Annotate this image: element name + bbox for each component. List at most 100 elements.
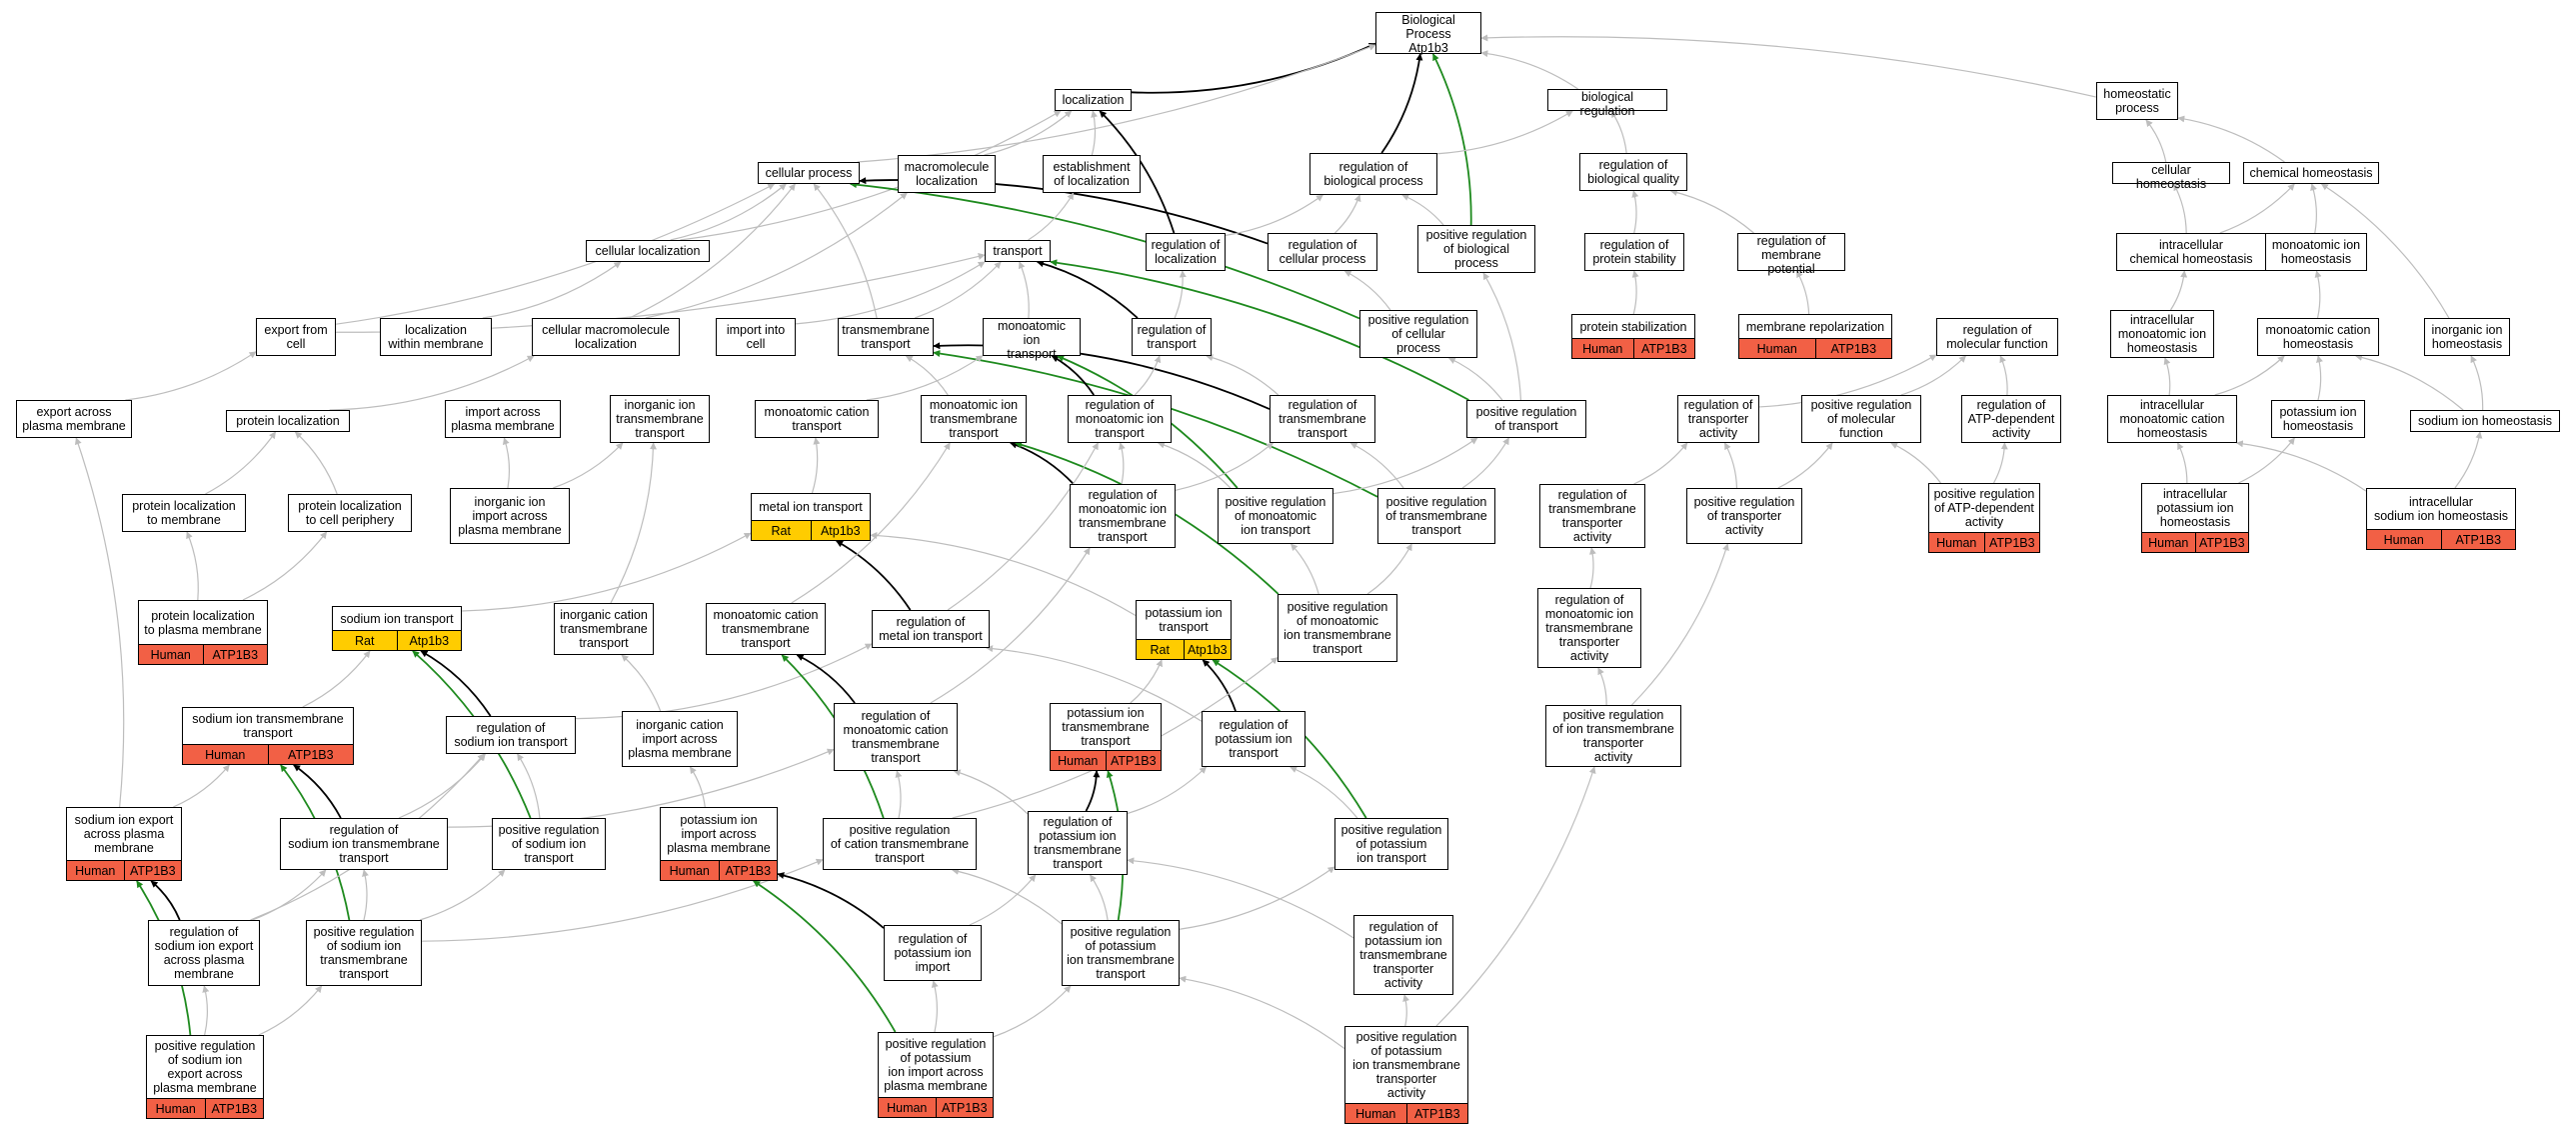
go-term-label: regulation of protein stability (1592, 238, 1676, 266)
go-term-node: intracellular chemical homeostasis (2116, 233, 2266, 271)
go-term-label: regulation of biological quality (1587, 158, 1679, 186)
go-term-node: localization (1055, 89, 1132, 111)
go-term-node: regulation of potassium ion transport (1202, 711, 1305, 767)
go-term-node: export from cell (256, 318, 336, 356)
edge-gray (2214, 355, 2285, 396)
edge-gray (1289, 766, 1358, 819)
go-term-label: localization (1062, 93, 1125, 107)
go-term-label: regulation of monoatomic ion transmembra… (1078, 488, 1168, 544)
species-label: Human (1936, 535, 1977, 550)
edge-gray (2177, 442, 2188, 484)
species-label: Rat (355, 633, 375, 648)
edge-gray (1119, 442, 1126, 485)
go-term-label: potassium ion import across plasma membr… (667, 813, 771, 855)
edge-gray (2163, 357, 2171, 396)
edge-gray (1633, 442, 1688, 485)
go-term-node: positive regulation of biological proces… (1417, 225, 1535, 273)
edge-gray (969, 874, 1037, 926)
edge-gray (1482, 272, 1522, 401)
go-term-node: cellular process (758, 162, 860, 184)
go-term-label: regulation of potassium ion import (894, 932, 972, 974)
go-term-label: monoatomic ion transport (997, 319, 1067, 361)
gene-label: ATP1B3 (1405, 1104, 1468, 1123)
go-term-label: positive regulation of cation transmembr… (830, 823, 970, 865)
go-term-label: monoatomic ion transmembrane transport (929, 398, 1019, 440)
go-term-node: Biological Process Atp1b3 (1375, 12, 1481, 55)
go-term-label: import into cell (726, 323, 786, 351)
edge-gray (1127, 766, 1208, 815)
edge-gray (2219, 183, 2295, 234)
go-term-node: positive regulation of molecular functio… (1801, 395, 1921, 443)
species-label: Human (1582, 341, 1623, 356)
edge-gray (986, 645, 1203, 722)
edge-gray (1332, 437, 1478, 495)
species-label: Human (887, 1100, 928, 1115)
go-term-node: transmembrane transport (838, 318, 934, 356)
go-term-label: sodium ion homeostasis (2417, 414, 2553, 428)
gene-label: ATP1B3 (1105, 751, 1162, 770)
edge-gray (553, 442, 624, 489)
go-term-label: regulation of transporter activity (1683, 398, 1753, 440)
go-term-label: positive regulation of transporter activ… (1693, 495, 1795, 537)
edge-gray (984, 110, 1073, 156)
go-term-label: export across plasma membrane (22, 405, 126, 433)
go-term-label: inorganic cation transmembrane transport (560, 608, 648, 650)
go-term-label: potassium ion homeostasis (2279, 405, 2357, 433)
edge-gray (1480, 34, 2097, 98)
edge-black (1099, 110, 1176, 234)
edge-gray (2173, 183, 2187, 234)
edge-green (1431, 53, 1472, 226)
edge-gray (575, 643, 873, 720)
go-term-node: regulation of potassium ion transmembran… (1028, 811, 1128, 875)
go-term-node: positive regulation of ion transmembrane… (1545, 705, 1681, 767)
edge-gray (1090, 874, 1109, 921)
edge-gray (2470, 355, 2484, 411)
go-term-label: regulation of potassium ion transport (1215, 718, 1292, 760)
edge-green (849, 181, 1360, 320)
edge-gray (1127, 857, 1354, 939)
edge-gray (791, 442, 951, 604)
edge-gray (953, 769, 1029, 815)
edge-gray (1174, 270, 1187, 319)
edge-gray (1758, 354, 1937, 408)
go-term-label: potassium ion transmembrane transport (1062, 706, 1150, 748)
edge-black (420, 650, 492, 717)
gene-label: ATP1B3 (123, 861, 182, 880)
edge-gray (1343, 270, 1391, 311)
edge-gray (870, 532, 1137, 616)
go-term-node: positive regulation of transporter activ… (1686, 488, 1802, 544)
species-label: Human (2383, 532, 2424, 547)
go-term-label: positive regulation of molecular functio… (1810, 398, 1912, 440)
go-term-label: positive regulation of monoatomic ion tr… (1284, 600, 1391, 656)
go-term-label: positive regulation of ATP-dependent act… (1933, 487, 2035, 529)
go-term-node: positive regulation of monoatomic ion tr… (1218, 488, 1333, 544)
edge-gray (1900, 355, 1966, 396)
edge-gray (621, 654, 662, 712)
gene-label: Atp1b3 (1183, 640, 1232, 659)
go-term-node: positive regulation of cellular process (1359, 310, 1477, 358)
go-term-node: intracellular monoatomic cation homeosta… (2107, 395, 2237, 443)
go-term-label: regulation of transmembrane transporter … (1548, 488, 1636, 544)
go-term-node: monoatomic ion homeostasis (2265, 233, 2367, 271)
edge-gray (329, 355, 535, 411)
edge-gray (1157, 441, 1232, 489)
edge-gray (1447, 357, 1503, 401)
go-term-node: regulation of protein stability (1584, 233, 1684, 271)
go-term-node: inorganic cation import across plasma me… (622, 711, 738, 767)
gene-label: ATP1B3 (1814, 339, 1892, 358)
go-term-label: cellular homeostasis (2135, 163, 2207, 191)
go-term-node: positive regulation of sodium ion export… (146, 1035, 264, 1119)
edge-gray (947, 442, 1099, 611)
edge-gray (645, 192, 908, 319)
go-term-label: regulation of monoatomic ion transmembra… (1544, 593, 1634, 663)
gene-label: ATP1B3 (2440, 530, 2516, 549)
go-term-node: export across plasma membrane (16, 400, 132, 438)
go-term-node: inorganic ion import across plasma membr… (450, 488, 570, 544)
go-term-node: inorganic cation transmembrane transport (554, 603, 654, 655)
edge-gray (1589, 547, 1596, 589)
edge-gray (2320, 183, 2450, 319)
